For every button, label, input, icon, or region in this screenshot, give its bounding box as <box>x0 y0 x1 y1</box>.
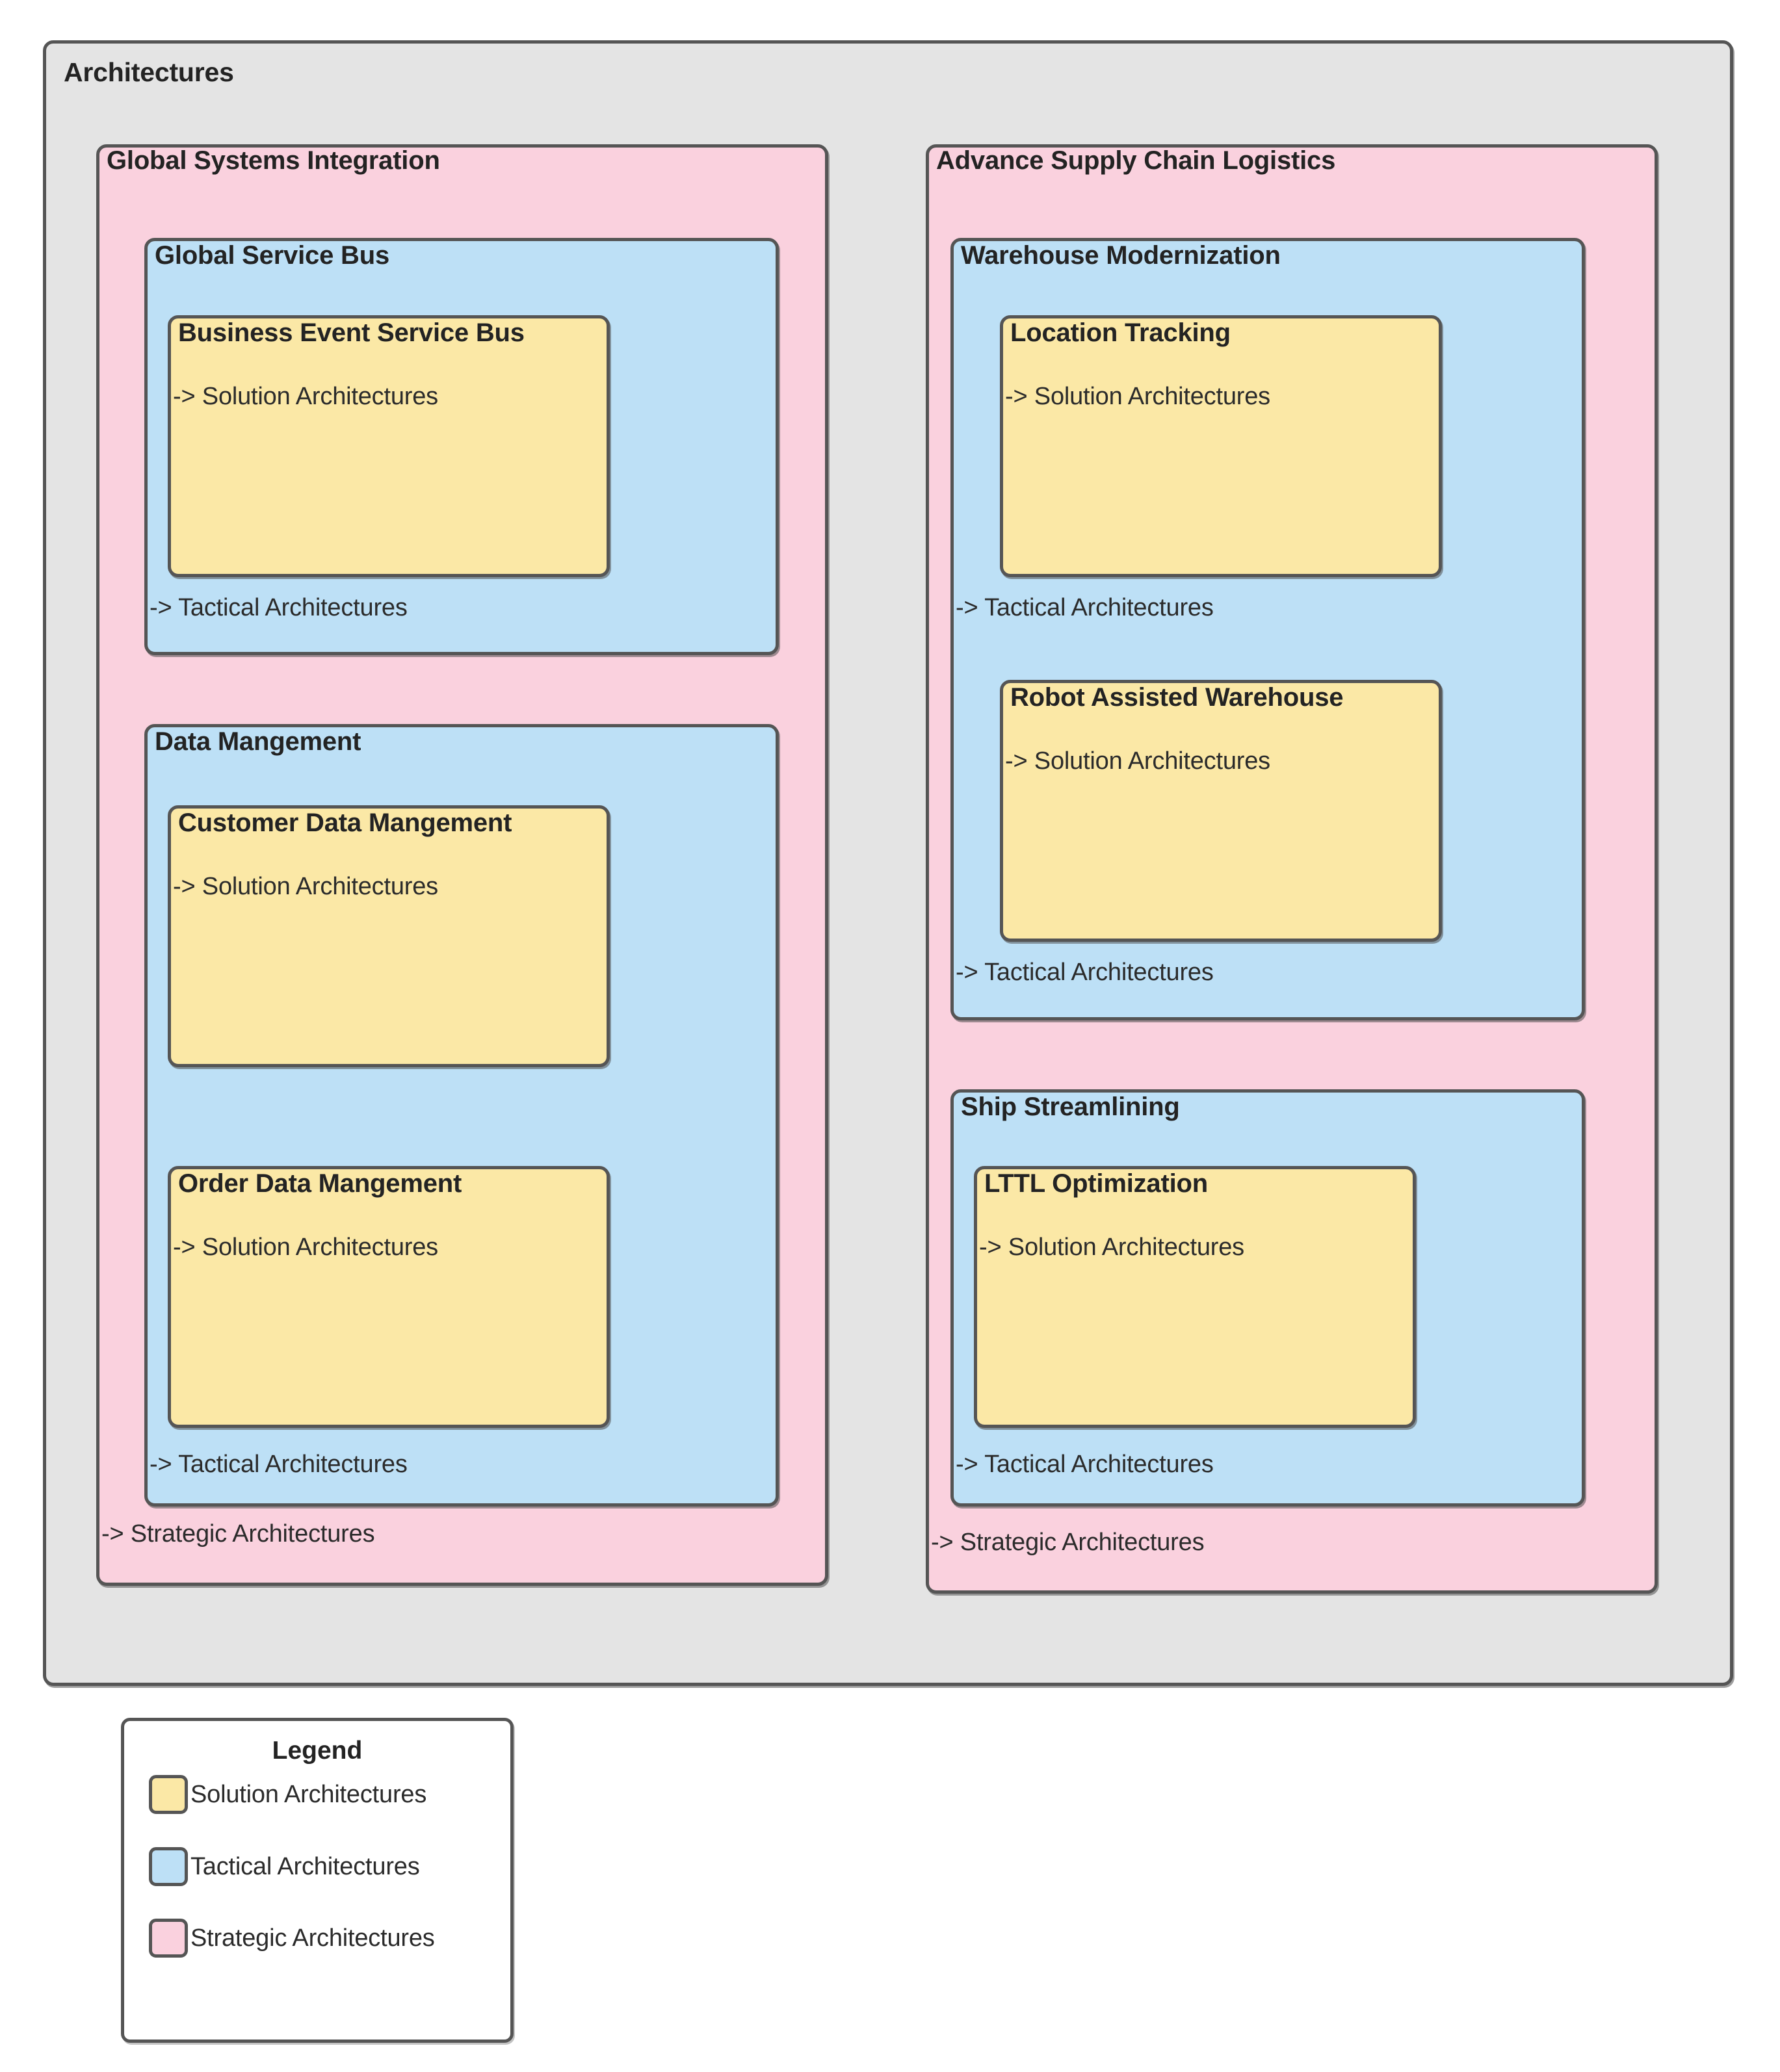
legend-label-tactical: Tactical Architectures <box>190 1852 420 1880</box>
legend-item-tactical: Tactical Architectures <box>149 1847 420 1886</box>
group-title-warehouse-modernization: Warehouse Modernization <box>961 241 1281 270</box>
legend-item-strategic: Strategic Architectures <box>149 1919 435 1958</box>
node-robot-assisted-warehouse[interactable] <box>1000 680 1442 942</box>
legend-label-solution: Solution Architectures <box>190 1780 427 1808</box>
group-title-data-mangement: Data Mangement <box>155 727 361 756</box>
legend-swatch-solution-icon <box>149 1775 188 1814</box>
node-lttl-optimization[interactable] <box>974 1166 1416 1428</box>
type-label-tactical-global-service-bus: -> Tactical Architectures <box>150 594 408 621</box>
type-label-tactical-warehouse-modernization-first: -> Tactical Architectures <box>956 594 1214 621</box>
legend-title: Legend <box>272 1737 363 1765</box>
legend-swatch-tactical-icon <box>149 1847 188 1886</box>
node-title-business-event-service-bus: Business Event Service Bus <box>178 318 525 347</box>
legend-item-solution: Solution Architectures <box>149 1775 426 1814</box>
group-title-global-service-bus: Global Service Bus <box>155 241 389 270</box>
type-label-solution-location-tracking: -> Solution Architectures <box>1005 383 1270 410</box>
node-title-customer-data-mangement: Customer Data Mangement <box>178 809 512 837</box>
legend-swatch-strategic-icon <box>149 1919 188 1958</box>
type-label-strategic-global-systems-integration: -> Strategic Architectures <box>101 1520 375 1548</box>
type-label-solution-business-event-service-bus: -> Solution Architectures <box>173 383 438 410</box>
group-title-architectures: Architectures <box>64 57 234 87</box>
legend-label-strategic: Strategic Architectures <box>190 1924 435 1952</box>
node-title-location-tracking: Location Tracking <box>1010 318 1231 347</box>
type-label-strategic-advance-supply-chain-logistics: -> Strategic Architectures <box>931 1529 1205 1556</box>
node-title-order-data-mangement: Order Data Mangement <box>178 1169 462 1198</box>
node-customer-data-mangement[interactable] <box>168 805 610 1067</box>
type-label-tactical-ship-streamlining: -> Tactical Architectures <box>956 1451 1214 1478</box>
type-label-solution-robot-assisted-warehouse: -> Solution Architectures <box>1005 747 1270 775</box>
legend-panel: Legend Solution Architectures Tactical A… <box>121 1718 514 2043</box>
node-location-tracking[interactable] <box>1000 315 1442 577</box>
type-label-tactical-warehouse-modernization: -> Tactical Architectures <box>956 959 1214 986</box>
type-label-solution-customer-data-mangement: -> Solution Architectures <box>173 873 438 900</box>
type-label-solution-lttl-optimization: -> Solution Architectures <box>979 1234 1244 1261</box>
node-business-event-service-bus[interactable] <box>168 315 610 577</box>
group-title-advance-supply-chain-logistics: Advance Supply Chain Logistics <box>936 146 1336 175</box>
node-title-robot-assisted-warehouse: Robot Assisted Warehouse <box>1010 683 1344 712</box>
node-title-lttl-optimization: LTTL Optimization <box>984 1169 1208 1198</box>
group-title-global-systems-integration: Global Systems Integration <box>107 146 440 175</box>
type-label-solution-order-data-mangement: -> Solution Architectures <box>173 1234 438 1261</box>
group-title-ship-streamlining: Ship Streamlining <box>961 1093 1180 1121</box>
type-label-tactical-data-mangement: -> Tactical Architectures <box>150 1451 408 1478</box>
node-order-data-mangement[interactable] <box>168 1166 610 1428</box>
